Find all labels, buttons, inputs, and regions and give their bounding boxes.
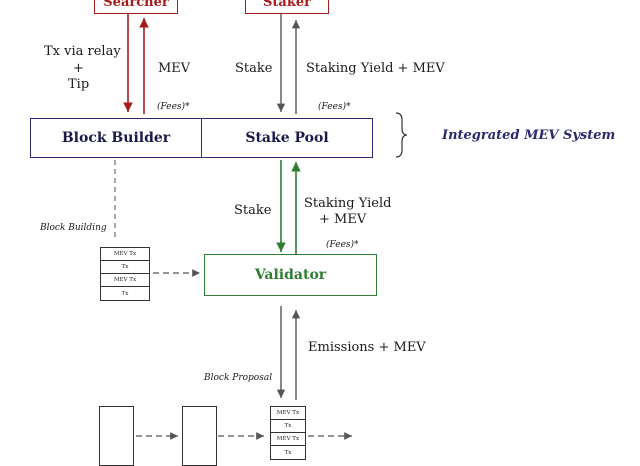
plus-label: + — [73, 61, 84, 76]
staker-label: Staker — [263, 0, 311, 10]
tx-stack-item: Tx — [271, 420, 305, 433]
fees-label-1: (Fees)* — [157, 102, 190, 112]
emissions-mev-label: Emissions + MEV — [308, 340, 426, 355]
tx-stack-item: MEV Tx — [101, 274, 149, 287]
tx-stack-proposed: MEV Tx Tx MEV Tx Tx — [270, 406, 306, 460]
chain-block-1 — [99, 406, 134, 466]
block-building-label: Block Building — [40, 223, 107, 233]
chain-block-2 — [182, 406, 217, 466]
staking-yield-mev-label: Staking Yield + MEV — [306, 61, 445, 76]
stake-pool-label: Stake Pool — [245, 130, 329, 146]
diagram-canvas — [114, 14, 408, 440]
tx-stack-item: Tx — [121, 290, 129, 297]
tx-stack-item: Tx — [101, 261, 149, 274]
stake-label-2: Stake — [234, 203, 272, 218]
tx-stack-building: MEV Tx Tx MEV Tx Tx — [100, 247, 150, 301]
searcher-box: Searcher — [94, 0, 178, 14]
plus-mev-label: + MEV — [319, 212, 367, 227]
tx-via-relay-label: Tx via relay — [44, 44, 121, 59]
tip-label: Tip — [68, 77, 90, 92]
mev-label: MEV — [158, 61, 191, 76]
searcher-label: Searcher — [103, 0, 169, 10]
tx-stack-item: MEV Tx — [101, 248, 149, 261]
fees-label-2: (Fees)* — [318, 102, 351, 112]
block-builder-box: Block Builder — [30, 118, 202, 158]
tx-stack-item: MEV Tx — [271, 433, 305, 446]
validator-box: Validator — [204, 254, 377, 296]
stake-label-1: Stake — [235, 61, 273, 76]
block-proposal-label: Block Proposal — [204, 373, 273, 383]
integrated-mev-system-label: Integrated MEV System — [442, 128, 616, 143]
tx-stack-item: MEV Tx — [271, 407, 305, 420]
block-builder-label: Block Builder — [61, 130, 171, 146]
validator-label: Validator — [254, 267, 327, 283]
stake-pool-box: Stake Pool — [201, 118, 373, 158]
system-brace — [395, 112, 408, 158]
tx-stack-item: Tx — [284, 449, 292, 456]
staker-box: Staker — [245, 0, 329, 14]
fees-label-3: (Fees)* — [326, 240, 359, 250]
staking-yield-label-2: Staking Yield — [304, 196, 392, 211]
